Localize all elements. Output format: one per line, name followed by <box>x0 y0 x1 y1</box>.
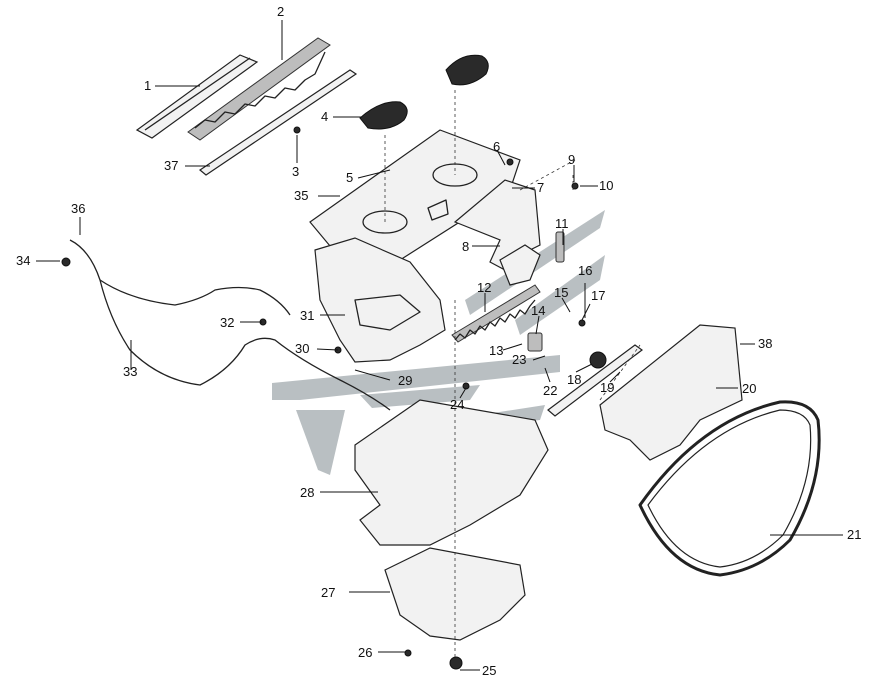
part-20-liner-panel <box>599 324 743 461</box>
callout-6: 6 <box>493 139 500 154</box>
part-33-cable <box>69 239 391 411</box>
fasteners <box>61 126 586 670</box>
callout-37: 37 <box>164 158 178 173</box>
callout-16: 16 <box>578 263 592 278</box>
callout-35: 35 <box>294 188 308 203</box>
part-28-carpet-mat <box>354 399 549 546</box>
callout-7: 7 <box>537 180 544 195</box>
callout-22: 22 <box>543 383 557 398</box>
callout-12: 12 <box>477 280 491 295</box>
part-4-pad-right <box>445 54 489 86</box>
callout-30: 30 <box>295 341 309 356</box>
callout-36: 36 <box>71 201 85 216</box>
part-21-seal <box>638 400 821 577</box>
callout-31: 31 <box>300 308 314 323</box>
callout-10: 10 <box>599 178 613 193</box>
callout-34: 34 <box>16 253 30 268</box>
part-8-side-bracket <box>499 244 541 286</box>
callout-33: 33 <box>123 364 137 379</box>
callout-15: 15 <box>554 285 568 300</box>
callout-5: 5 <box>346 170 353 185</box>
callout-8: 8 <box>462 239 469 254</box>
part-19-strip <box>547 344 644 417</box>
callout-27: 27 <box>321 585 335 600</box>
callout-labels: 1 2 3 4 5 6 7 8 9 10 11 12 13 14 15 16 1… <box>16 4 861 678</box>
callout-32: 32 <box>220 315 234 330</box>
assembly-lines <box>384 90 641 660</box>
callout-18: 18 <box>567 372 581 387</box>
callout-25: 25 <box>482 663 496 678</box>
part-12-serrated-strip <box>451 284 541 343</box>
callout-3: 3 <box>292 164 299 179</box>
part-37-rod <box>198 69 358 176</box>
part-1-trim-strip <box>135 54 259 139</box>
callout-23: 23 <box>512 352 526 367</box>
callout-17: 17 <box>591 288 605 303</box>
callout-4: 4 <box>321 109 328 124</box>
part-31-tray <box>314 237 446 363</box>
callout-1: 1 <box>144 78 151 93</box>
callout-13: 13 <box>489 343 503 358</box>
leader-lines <box>36 20 843 671</box>
callout-26: 26 <box>358 645 372 660</box>
callout-11: 11 <box>555 216 569 231</box>
part-4-pad-left <box>359 101 408 130</box>
callout-24: 24 <box>450 397 464 412</box>
part-14-clip <box>527 332 543 352</box>
callout-19: 19 <box>600 380 614 395</box>
callout-9: 9 <box>568 152 575 167</box>
part-2-bracket-rail <box>187 37 331 141</box>
callout-38: 38 <box>758 336 772 351</box>
callout-28: 28 <box>300 485 314 500</box>
part-18-grommet <box>589 351 607 369</box>
part-11-clip <box>555 231 565 263</box>
callout-20: 20 <box>742 381 756 396</box>
callout-2: 2 <box>277 4 284 19</box>
callout-29: 29 <box>398 373 412 388</box>
callout-21: 21 <box>847 527 861 542</box>
callout-14: 14 <box>531 303 545 318</box>
